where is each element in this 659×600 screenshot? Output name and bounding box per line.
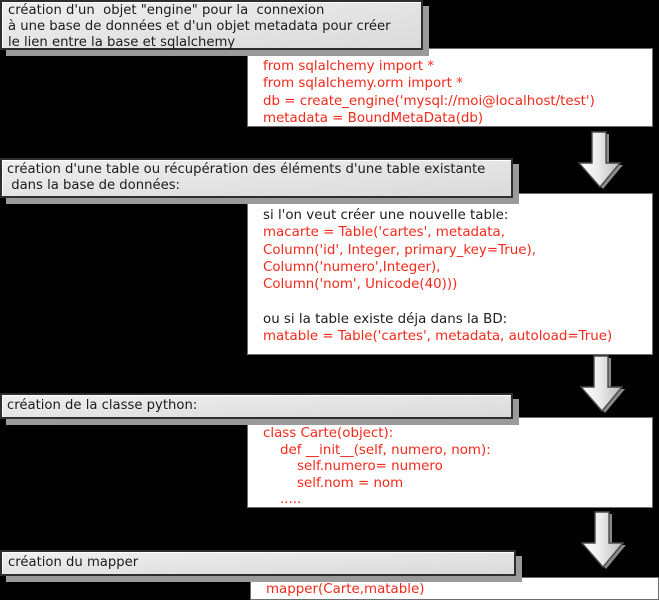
- code-line: Column('numero',Integer),: [263, 259, 441, 275]
- step3-code-box: class Carte(object): def __init__(self, …: [247, 417, 653, 508]
- step4-code-box: mapper(Carte,matable): [250, 577, 659, 600]
- step1-code-box: from sqlalchemy import * from sqlalchemy…: [247, 48, 653, 127]
- code-line: from sqlalchemy.orm import *: [263, 76, 463, 92]
- title-line: le lien entre la base et sqlalchemy: [8, 35, 236, 51]
- down-arrow-icon: [580, 511, 626, 569]
- code-line: .....: [263, 492, 302, 508]
- code-line: self.numero= numero: [263, 459, 443, 475]
- down-arrow-icon: [579, 355, 625, 413]
- step3-title-box: création de la classe python:: [0, 393, 513, 419]
- code-line: self.nom = nom: [263, 475, 404, 491]
- step2-code-box: si l'on veut créer une nouvelle table: m…: [247, 193, 653, 355]
- code-line: ou si la table existe déja dans la BD:: [263, 311, 508, 327]
- code-line: Column('id', Integer, primary_key=True),: [263, 242, 536, 258]
- title-line: création de la classe python:: [7, 398, 198, 413]
- code-line: mapper(Carte,matable): [266, 582, 425, 597]
- title-line: dans la base de données:: [7, 178, 181, 194]
- code-line: class Carte(object):: [263, 426, 394, 441]
- title-line: à une base de données et d'un objet meta…: [8, 19, 391, 35]
- step2-title-box: création d'une table ou récupération des…: [0, 158, 513, 198]
- step4-title-box: création du mapper: [0, 550, 516, 576]
- code-line: si l'on veut créer une nouvelle table:: [263, 208, 509, 223]
- code-line: Column('nom', Unicode(40))): [263, 277, 458, 293]
- code-line: from sqlalchemy import *: [263, 59, 435, 74]
- code-line: metadata = BoundMetaData(db): [263, 110, 484, 126]
- code-line-blank: [263, 293, 652, 310]
- code-line: matable = Table('cartes', metadata, auto…: [263, 329, 613, 345]
- title-line: création d'un objet "engine" pour la con…: [8, 3, 325, 18]
- title-line: création d'une table ou récupération des…: [7, 162, 486, 177]
- down-arrow-icon: [577, 131, 623, 189]
- code-line: macarte = Table('cartes', metadata,: [263, 225, 505, 241]
- step1-title-box: création d'un objet "engine" pour la con…: [0, 0, 423, 50]
- title-line: création du mapper: [8, 555, 139, 570]
- code-line: db = create_engine('mysql://moi@localhos…: [263, 93, 595, 109]
- code-line: def __init__(self, numero, nom):: [263, 442, 491, 458]
